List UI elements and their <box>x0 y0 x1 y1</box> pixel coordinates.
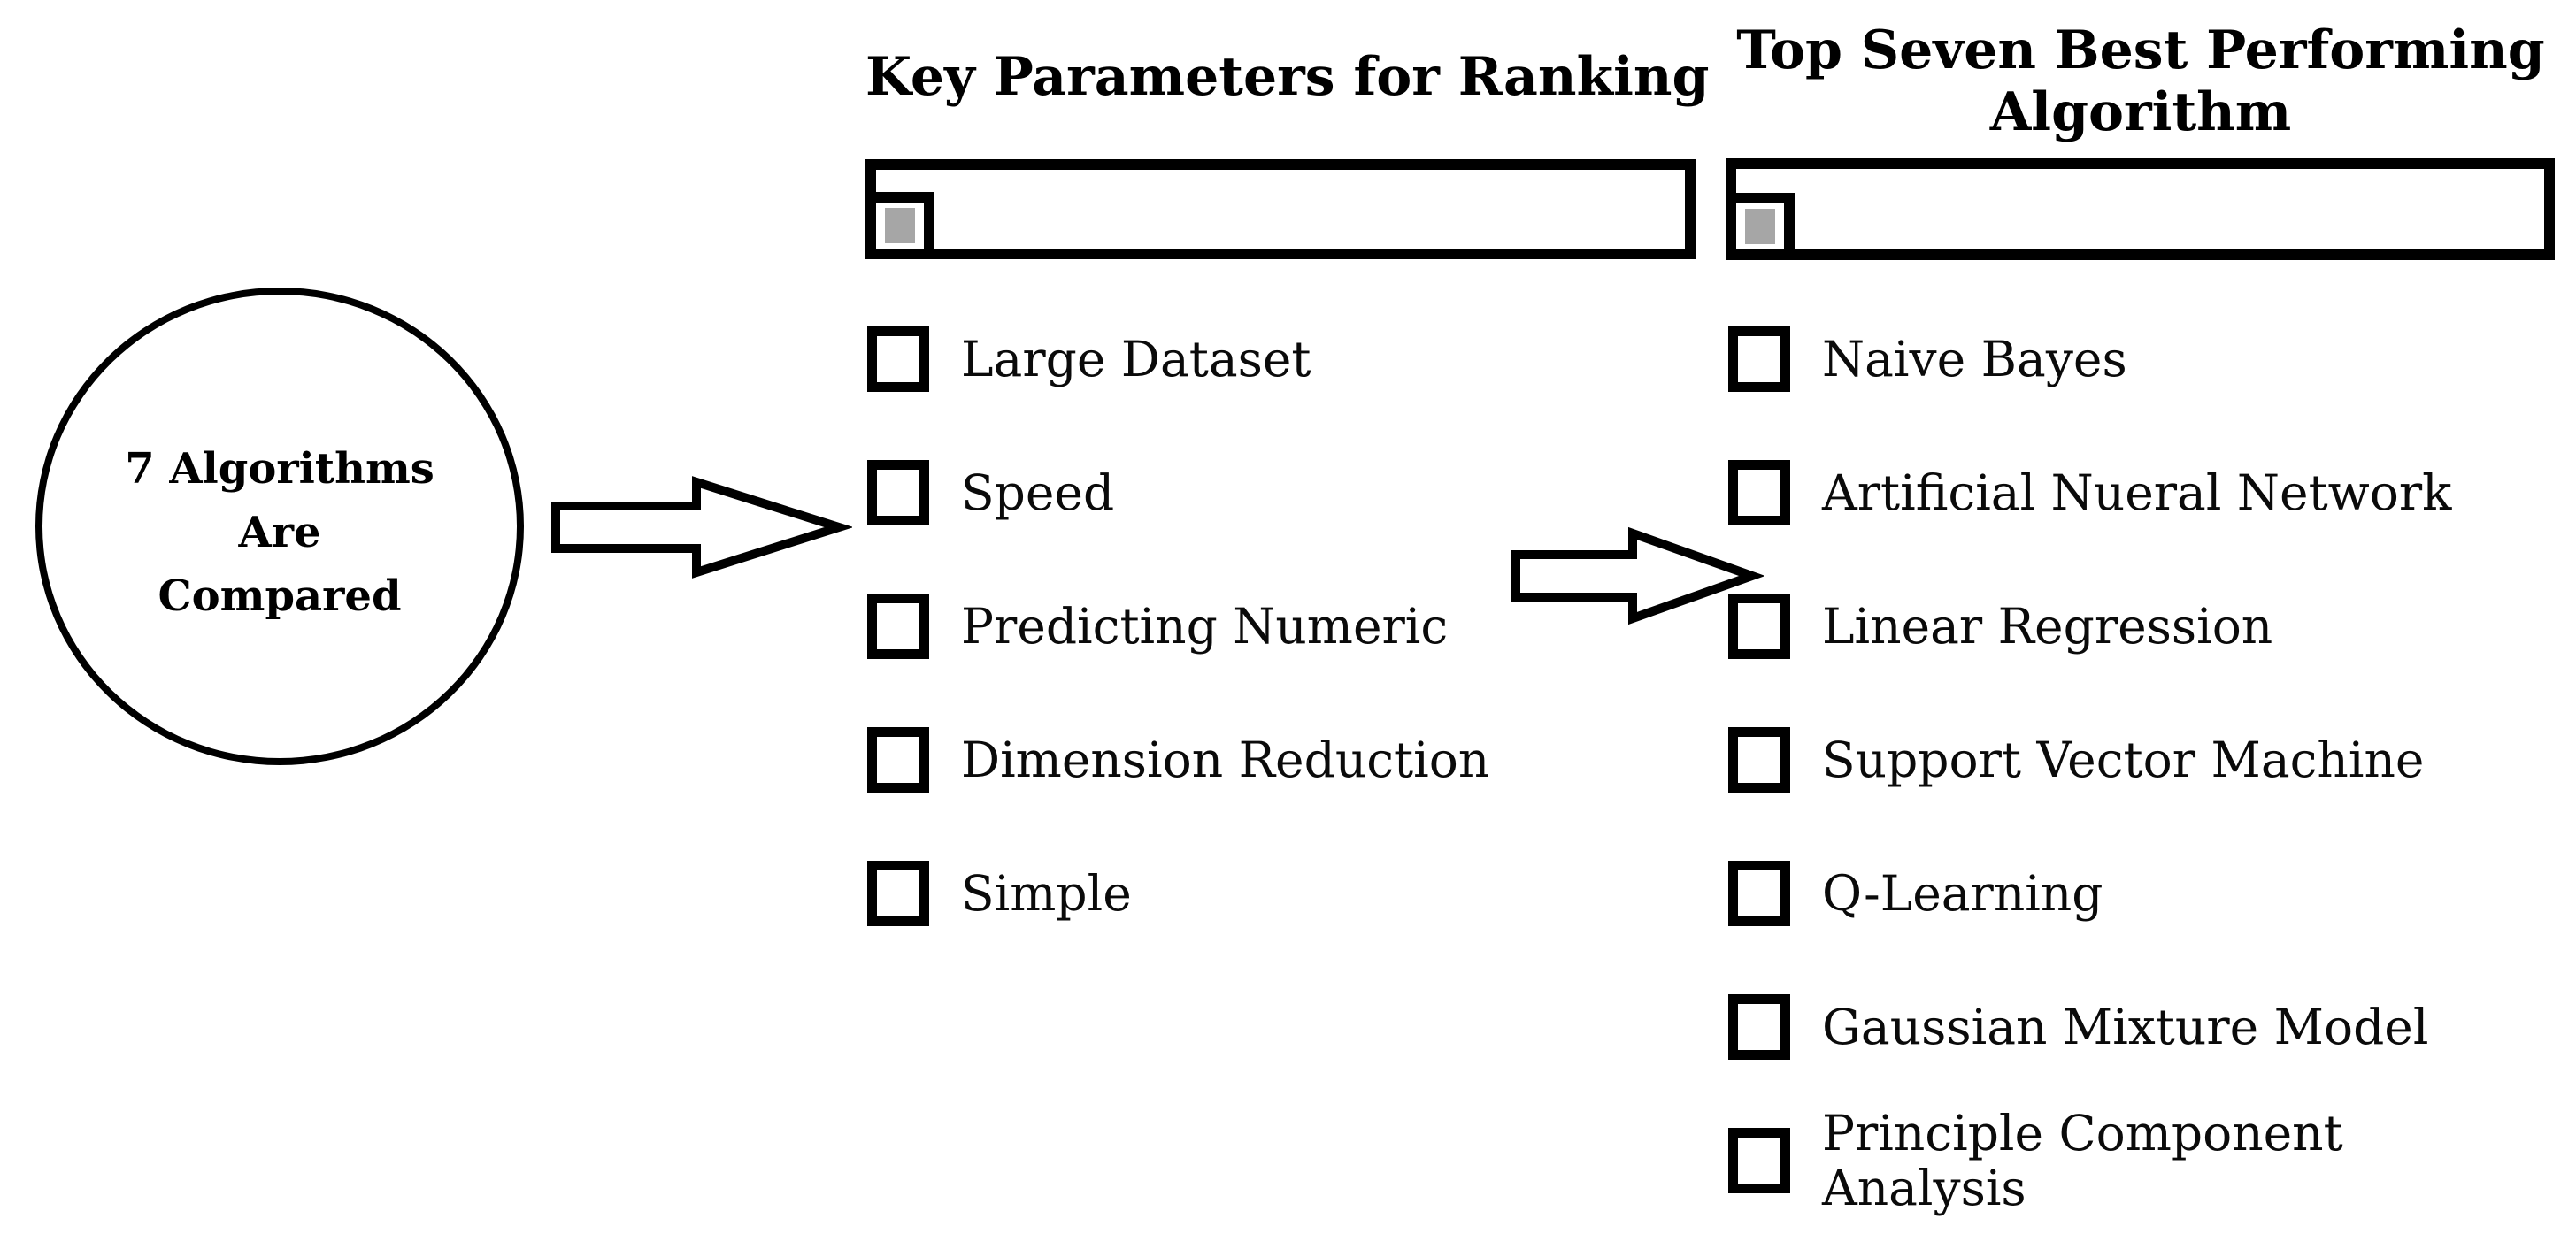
column1-checklist: Large Dataset Speed Predicting Numeric D… <box>867 292 1489 960</box>
item-label: Dimension Reduction <box>961 731 1490 788</box>
checkbox[interactable] <box>1728 860 1790 926</box>
item-label: Naive Bayes <box>1822 330 2127 387</box>
item-label: Support Vector Machine <box>1822 731 2425 788</box>
item-label: Large Dataset <box>961 330 1311 387</box>
checklist-item: Predicting Numeric <box>867 559 1489 693</box>
checkbox-fill <box>1745 209 1775 244</box>
checklist-item: Speed <box>867 426 1489 559</box>
column1-title: Key Parameters for Ranking <box>865 46 1710 108</box>
item-label: Simple <box>961 864 1132 922</box>
column1-header-bar <box>865 159 1696 259</box>
checklist-item: Artificial Nueral Network <box>1728 426 2451 559</box>
item-label: Linear Regression <box>1822 597 2273 655</box>
item-label: Artificial Nueral Network <box>1822 464 2452 521</box>
column1-header-checkbox[interactable] <box>865 192 934 259</box>
checkbox[interactable] <box>1728 726 1790 793</box>
checkbox[interactable] <box>1728 593 1790 659</box>
checklist-item: Dimension Reduction <box>867 693 1489 826</box>
checklist-item: Q-Learning <box>1728 826 2451 960</box>
item-label: Speed <box>961 464 1115 521</box>
item-label: Predicting Numeric <box>961 597 1449 655</box>
column2-checklist: Naive Bayes Artificial Nueral Network Li… <box>1728 292 2451 1227</box>
checklist-item: Support Vector Machine <box>1728 693 2451 826</box>
checklist-item: Linear Regression <box>1728 559 2451 693</box>
checkbox[interactable] <box>867 593 929 659</box>
checkbox[interactable] <box>867 860 929 926</box>
column2-header-bar <box>1726 158 2555 260</box>
arrow-right-icon <box>551 476 852 579</box>
checkbox[interactable] <box>1728 326 1790 392</box>
column2-header-checkbox[interactable] <box>1726 193 1795 260</box>
checkbox[interactable] <box>867 459 929 525</box>
checkbox[interactable] <box>1728 993 1790 1060</box>
checklist-item: Large Dataset <box>867 292 1489 426</box>
item-label: Gaussian Mixture Model <box>1822 998 2429 1055</box>
checkbox[interactable] <box>867 726 929 793</box>
checkbox-fill <box>885 208 915 243</box>
checkbox[interactable] <box>1728 459 1790 525</box>
arrow-right-icon <box>1511 526 1764 625</box>
checkbox[interactable] <box>867 326 929 392</box>
checklist-item: Gaussian Mixture Model <box>1728 960 2451 1093</box>
item-label: Q-Learning <box>1822 864 2103 922</box>
checklist-item: Simple <box>867 826 1489 960</box>
checklist-item: Naive Bayes <box>1728 292 2451 426</box>
checkbox[interactable] <box>1728 1127 1790 1193</box>
